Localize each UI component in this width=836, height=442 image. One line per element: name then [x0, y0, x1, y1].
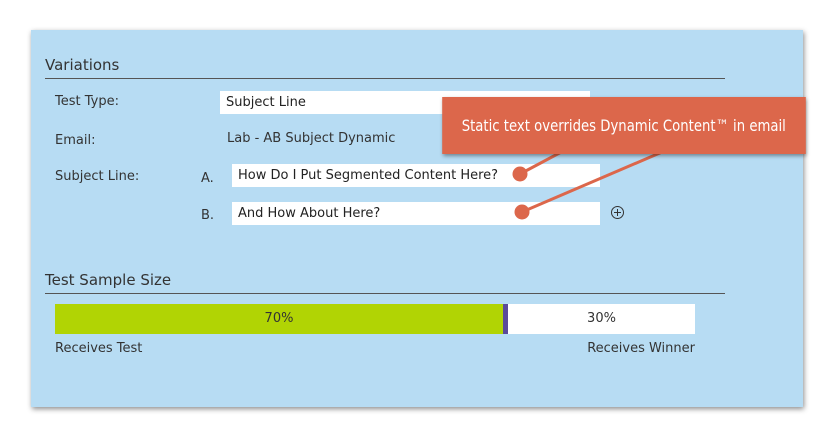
email-label: Email:	[55, 133, 96, 148]
sample-size-heading: Test Sample Size	[45, 271, 172, 289]
sample-size-divider	[45, 293, 725, 294]
winner-percent-label: 30%	[587, 311, 616, 326]
test-share-fill	[55, 304, 503, 334]
receives-test-label: Receives Test	[55, 341, 143, 356]
subject-variant-b-input[interactable]: And How About Here?	[232, 202, 600, 225]
receives-winner-label: Receives Winner	[587, 341, 695, 356]
subject-line-label: Subject Line:	[55, 169, 140, 184]
email-value: Lab - AB Subject Dynamic	[227, 131, 396, 146]
callout-text: Static text overrides Dynamic Content™ i…	[461, 116, 787, 135]
test-type-label: Test Type:	[55, 94, 119, 109]
callout-banner: Static text overrides Dynamic Content™ i…	[442, 97, 806, 154]
ab-test-panel: Variations Test Type: Subject Line Email…	[31, 30, 803, 407]
test-percent-label: 70%	[264, 311, 294, 326]
plus-circle-icon[interactable]	[611, 206, 624, 219]
variations-heading: Variations	[45, 56, 120, 74]
slider-handle[interactable]	[503, 304, 508, 334]
sample-size-slider[interactable]: 70% 30%	[55, 304, 695, 334]
variations-divider	[45, 78, 725, 79]
variant-b-letter: B.	[201, 208, 215, 223]
variant-a-letter: A.	[201, 171, 214, 186]
subject-variant-a-input[interactable]: How Do I Put Segmented Content Here?	[232, 164, 600, 187]
